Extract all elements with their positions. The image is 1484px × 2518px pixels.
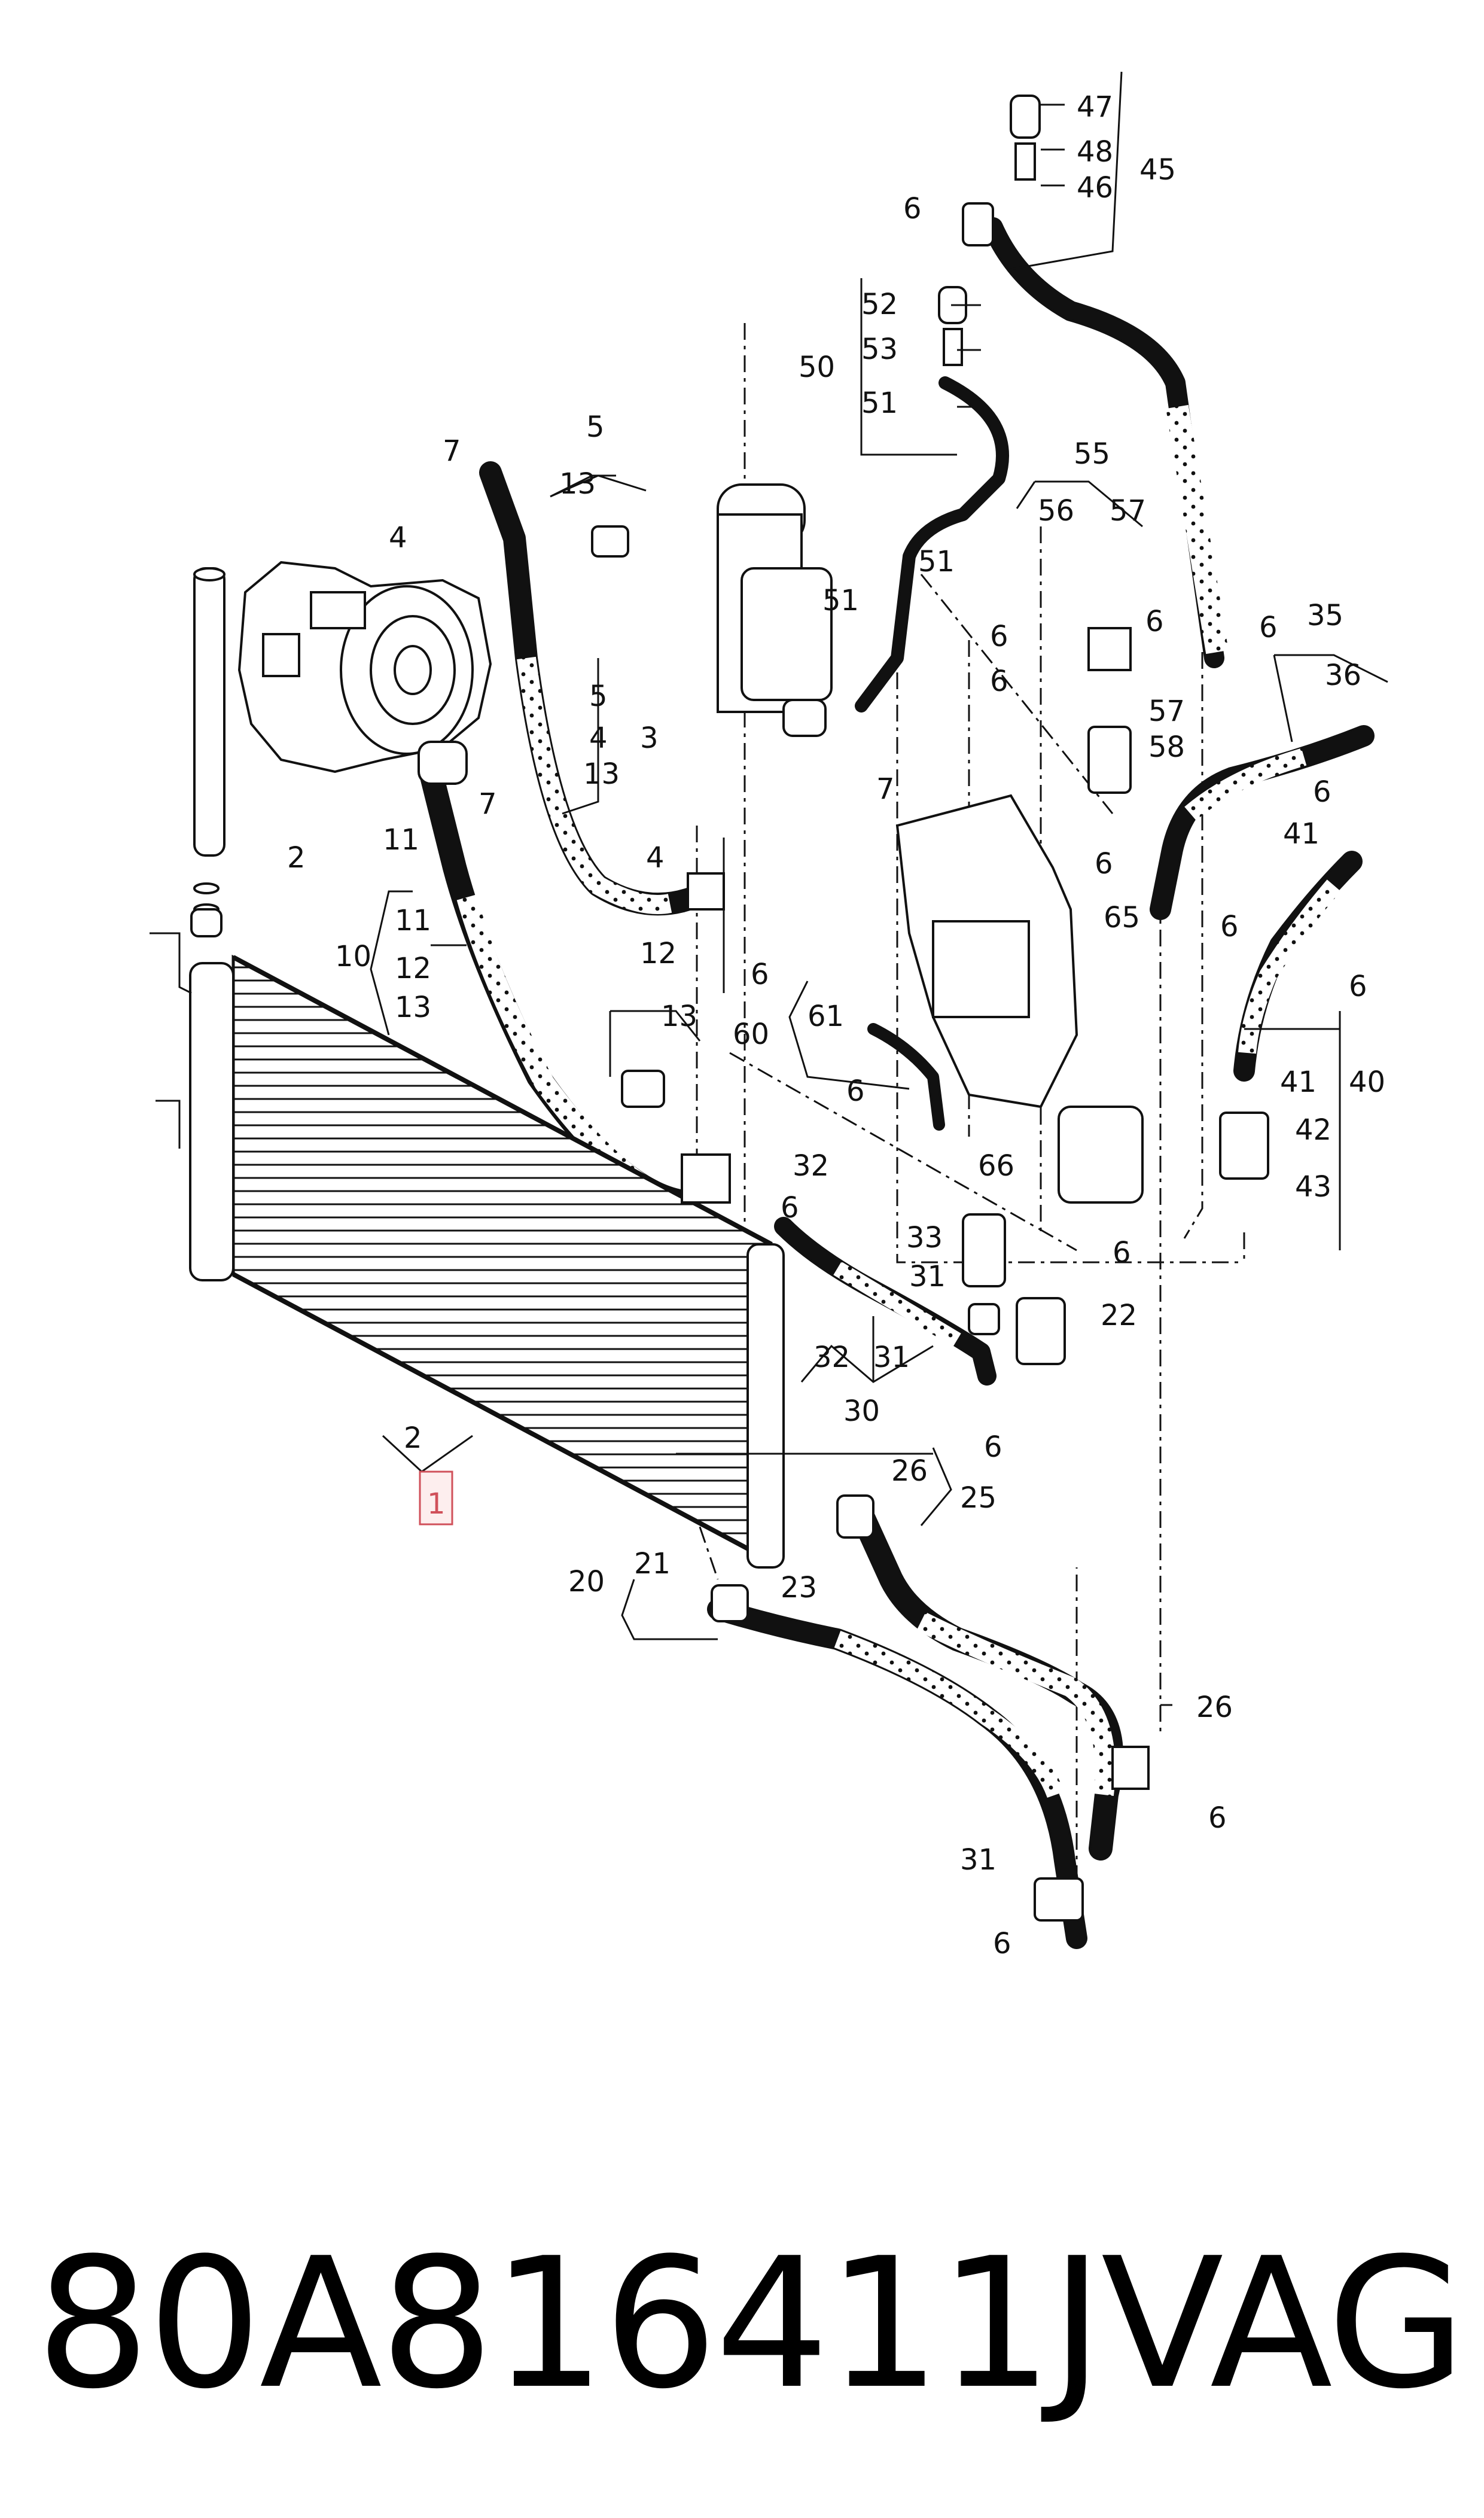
callout-5: 5 xyxy=(589,680,608,713)
callout-43: 43 xyxy=(1295,1170,1331,1204)
callout-61: 61 xyxy=(807,1000,844,1033)
leader-lines xyxy=(370,71,1388,1706)
callout-20: 20 xyxy=(568,1565,605,1599)
callout-26: 26 xyxy=(1196,1691,1233,1724)
callout-51: 51 xyxy=(918,545,955,578)
callout-50: 50 xyxy=(799,351,835,384)
callout-32: 32 xyxy=(793,1149,829,1183)
callout-6: 6 xyxy=(1113,1236,1131,1269)
callout-53: 53 xyxy=(861,333,898,366)
callout-13: 13 xyxy=(395,991,431,1024)
callout-41: 41 xyxy=(1280,1065,1317,1099)
callout-4: 4 xyxy=(646,841,665,875)
callout-47: 47 xyxy=(1077,90,1113,124)
callout-57: 57 xyxy=(1110,494,1146,528)
callout-labels: 47 48 46 45 6 52 53 50 51 55 56 57 51 51… xyxy=(287,90,1385,1960)
callout-31: 31 xyxy=(909,1260,946,1293)
callout-6: 6 xyxy=(1145,605,1164,638)
callout-6: 6 xyxy=(1259,611,1278,644)
condenser xyxy=(150,932,785,1569)
callout-1-highlighted: 1 xyxy=(427,1487,446,1521)
callout-60: 60 xyxy=(733,1018,769,1051)
callout-5: 5 xyxy=(586,410,605,444)
callout-11: 11 xyxy=(395,904,431,937)
callout-6: 6 xyxy=(781,1191,799,1225)
callout-40: 40 xyxy=(1349,1065,1385,1099)
part-number: 80A816411J xyxy=(36,2219,1104,2428)
callout-25: 25 xyxy=(960,1481,997,1515)
callout-41: 41 xyxy=(1283,817,1320,851)
callout-6: 6 xyxy=(993,1927,1011,1960)
callout-13: 13 xyxy=(559,467,596,501)
part-caption: 80A816411J VAG xyxy=(36,2219,1466,2428)
callout-52: 52 xyxy=(861,288,898,321)
callout-2: 2 xyxy=(287,841,306,875)
callout-32: 32 xyxy=(813,1341,850,1374)
receiver-drier xyxy=(190,567,226,937)
callout-33: 33 xyxy=(906,1221,943,1255)
ac-compressor xyxy=(237,561,492,774)
callout-55: 55 xyxy=(1074,437,1110,471)
callout-57: 57 xyxy=(1148,695,1185,728)
valve-block-bracket xyxy=(895,794,1144,1204)
callout-31: 31 xyxy=(873,1341,910,1374)
callout-6: 6 xyxy=(903,192,922,226)
callout-36: 36 xyxy=(1325,659,1361,692)
callout-35: 35 xyxy=(1307,599,1343,632)
callout-30: 30 xyxy=(843,1395,880,1428)
callout-23: 23 xyxy=(781,1571,817,1604)
callout-12: 12 xyxy=(395,952,431,985)
callout-6: 6 xyxy=(1220,910,1239,943)
callout-12: 12 xyxy=(640,937,677,970)
callout-6: 6 xyxy=(990,665,1008,698)
callout-7: 7 xyxy=(876,772,895,806)
callout-45: 45 xyxy=(1139,153,1176,187)
callout-3: 3 xyxy=(640,721,659,755)
callout-2: 2 xyxy=(404,1421,422,1455)
callout-6: 6 xyxy=(1095,847,1113,881)
callout-65: 65 xyxy=(1104,901,1140,934)
callout-51: 51 xyxy=(822,584,859,617)
callout-6: 6 xyxy=(1349,970,1367,1003)
callout-66: 66 xyxy=(978,1149,1014,1183)
callout-46: 46 xyxy=(1077,171,1113,205)
callout-6: 6 xyxy=(846,1074,865,1108)
callout-21: 21 xyxy=(634,1547,671,1581)
callout-42: 42 xyxy=(1295,1113,1331,1147)
callout-31: 31 xyxy=(960,1843,997,1877)
callout-6: 6 xyxy=(751,958,769,991)
evaporator-unit xyxy=(717,483,833,737)
highlight-box-part-1 xyxy=(419,1470,453,1526)
callout-26: 26 xyxy=(891,1454,928,1488)
callout-11: 11 xyxy=(383,823,419,857)
callout-51: 51 xyxy=(861,386,898,420)
callout-6: 6 xyxy=(1208,1801,1227,1835)
callout-6: 6 xyxy=(990,620,1008,653)
callout-13: 13 xyxy=(661,1000,697,1033)
callout-56: 56 xyxy=(1038,494,1074,528)
callout-13: 13 xyxy=(583,757,620,791)
callout-6: 6 xyxy=(984,1430,1002,1464)
callout-6: 6 xyxy=(1313,775,1331,809)
callout-4: 4 xyxy=(589,721,608,755)
callout-4: 4 xyxy=(389,521,407,555)
callout-7: 7 xyxy=(443,434,461,468)
brand-name: VAG xyxy=(1101,2219,1466,2428)
callout-7: 7 xyxy=(479,787,497,821)
small-parts xyxy=(418,95,1269,1922)
callout-10: 10 xyxy=(335,940,371,973)
callout-22: 22 xyxy=(1101,1299,1137,1332)
callout-58: 58 xyxy=(1148,730,1185,764)
callout-48: 48 xyxy=(1077,135,1113,169)
